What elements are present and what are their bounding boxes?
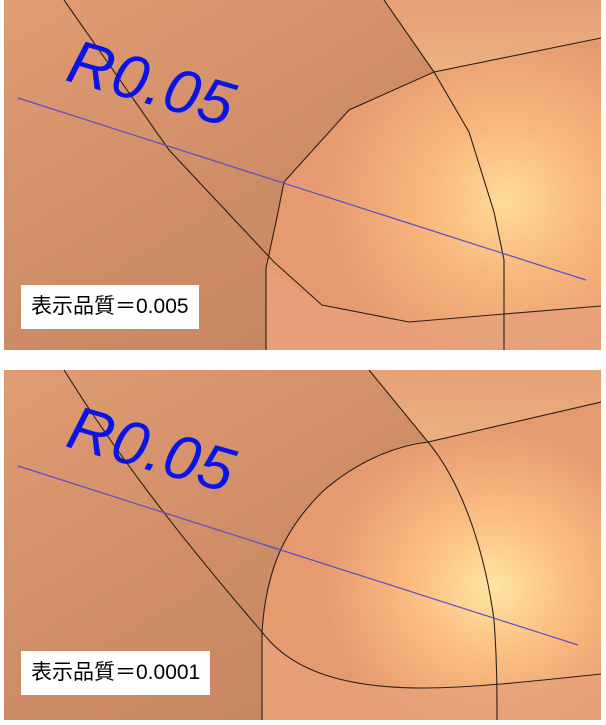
lower-surface [266, 268, 601, 350]
display-quality-label: 表示品質＝0.0001 [21, 651, 211, 695]
edge-lines [63, 370, 601, 720]
upper-surface-band [384, 0, 601, 72]
render-panel-quality-00001: R0.05 表示品質＝0.0001 [4, 370, 601, 720]
fillet-surface [266, 38, 601, 350]
upper-surface-band [369, 370, 601, 442]
fillet-surface [262, 402, 601, 720]
cad-fillet-render-faceted: R0.05 [4, 0, 601, 350]
lower-surface [262, 632, 601, 720]
render-panel-quality-0005: R0.05 表示品質＝0.005 [4, 0, 601, 350]
section-line [17, 465, 579, 646]
display-quality-label: 表示品質＝0.005 [21, 285, 199, 329]
section-line [17, 97, 587, 281]
edge-lines [63, 0, 601, 350]
